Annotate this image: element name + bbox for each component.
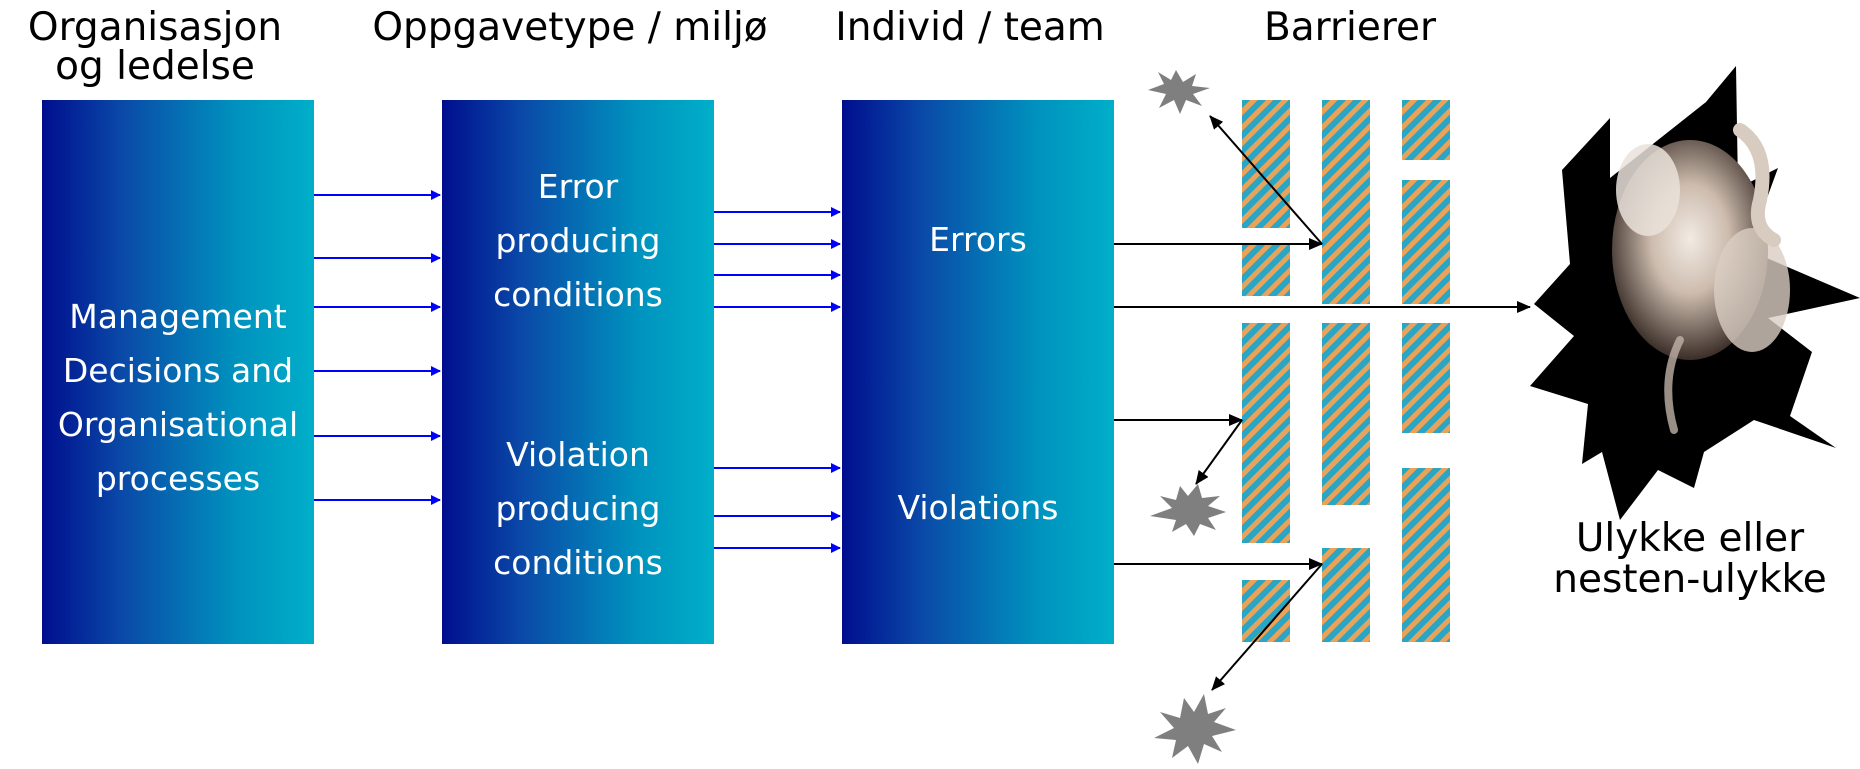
management-line1: Management: [69, 297, 287, 336]
barrier-3d: [1402, 468, 1450, 642]
barrier-3c: [1402, 323, 1450, 433]
org-title: Organisasjon og ledelse: [10, 8, 300, 86]
outcome-line2: nesten-ulykke: [1553, 557, 1827, 602]
barrier-1c: [1242, 323, 1290, 543]
barrier-1a: [1242, 100, 1290, 228]
outcome-label: Ulykke eller nesten-ulykke: [1530, 518, 1850, 600]
org-title-line2: og ledelse: [55, 44, 255, 89]
errors-label: Errors: [929, 220, 1027, 259]
blue-arrows-2: [714, 207, 841, 553]
spark-icon: [1150, 484, 1226, 536]
management-line2: Decisions and: [62, 351, 294, 390]
outcome-line1: Ulykke eller: [1575, 516, 1805, 561]
violation-conditions-line3: conditions: [493, 543, 663, 582]
spark-icon: [1148, 70, 1210, 114]
violation-conditions-line1: Violation: [506, 435, 650, 474]
violation-conditions-line2: producing: [495, 489, 661, 528]
barriers-title: Barrierer: [1263, 5, 1437, 50]
explosion-icon: [1530, 66, 1860, 520]
error-conditions-line3: conditions: [493, 275, 663, 314]
barrier-3b: [1402, 180, 1450, 304]
management-line4: processes: [95, 459, 261, 498]
barrier-2b: [1322, 323, 1370, 505]
barrier-3a: [1402, 100, 1450, 160]
error-conditions-line1: Error: [537, 167, 619, 206]
error-conditions-line2: producing: [495, 221, 661, 260]
blue-arrows-1: [314, 190, 441, 505]
individual-block: Errors Violations: [842, 100, 1114, 644]
conditions-block: Error producing conditions Violation pro…: [442, 100, 714, 644]
management-line3: Organisational: [57, 405, 299, 444]
individual-title: Individ / team: [835, 5, 1105, 50]
violations-label: Violations: [897, 488, 1059, 527]
spark-icon: [1154, 694, 1236, 764]
barrier-2a: [1322, 100, 1370, 304]
barrier-2c: [1322, 548, 1370, 642]
black-arrows: [1114, 115, 1531, 691]
barrier-1b: [1242, 244, 1290, 296]
task-title: Oppgavetype / miljø: [372, 5, 768, 50]
management-block: Management Decisions and Organisational …: [42, 100, 314, 644]
org-title-line1: Organisasjon: [27, 5, 283, 50]
